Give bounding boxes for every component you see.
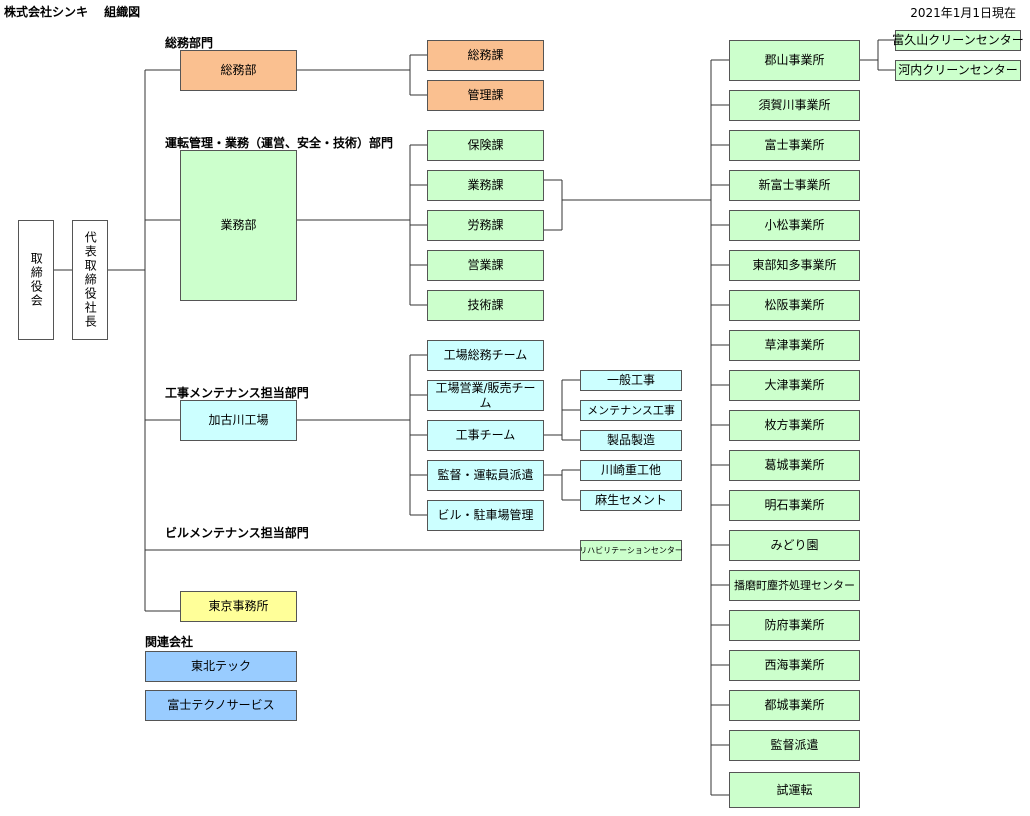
rehab-center-box: リハビリテーションセンター	[579, 540, 683, 561]
office-box: 都城事業所	[729, 690, 860, 721]
section-box: 管理課	[427, 80, 544, 111]
office-box: 監督派遣	[729, 730, 860, 761]
section-box: 営業課	[427, 250, 544, 281]
sub-team-box: 製品製造	[580, 430, 682, 451]
team-box: 工場総務チーム	[427, 340, 544, 371]
section-label-maintenance: 工事メンテナンス担当部門	[165, 386, 309, 400]
team-box: 監督・運転員派遣	[427, 460, 544, 491]
office-box: 明石事業所	[729, 490, 860, 521]
office-box: 新富士事業所	[729, 170, 860, 201]
office-box: 小松事業所	[729, 210, 860, 241]
page-title: 株式会社シンキ 組織図	[4, 5, 141, 19]
section-label-building: ビルメンテナンス担当部門	[165, 526, 309, 540]
section-label-operations: 運転管理・業務（運営、安全・技術）部門	[165, 136, 394, 150]
office-box: 富士事業所	[729, 130, 860, 161]
section-box: 労務課	[427, 210, 544, 241]
team-box: 工場営業/販売チーム	[427, 380, 544, 411]
sub-team-box: 麻生セメント	[580, 490, 682, 511]
sub-team-box: 一般工事	[580, 370, 682, 391]
office-box: 枚方事業所	[729, 410, 860, 441]
president-box: 代表取締役社長	[72, 220, 108, 340]
department-tokyo: 東京事務所	[180, 591, 297, 622]
office-box: 須賀川事業所	[729, 90, 860, 121]
office-box: 東部知多事業所	[729, 250, 860, 281]
affiliate-box: 富士テクノサービス	[145, 690, 297, 721]
affiliate-box: 東北テック	[145, 651, 297, 682]
office-box: 播磨町塵芥処理センター	[729, 570, 860, 601]
department-kakogawa: 加古川工場	[180, 400, 297, 441]
office-box: 試運転	[729, 772, 860, 808]
office-box: 草津事業所	[729, 330, 860, 361]
section-box: 技術課	[427, 290, 544, 321]
section-label-affiliates: 関連会社	[145, 635, 194, 649]
department-gyoumubu: 業務部	[180, 150, 297, 301]
sub-office-box: 富久山クリーンセンター	[892, 30, 1024, 51]
office-box: 松阪事業所	[729, 290, 860, 321]
office-box: 葛城事業所	[729, 450, 860, 481]
section-box: 総務課	[427, 40, 544, 71]
office-box: みどり園	[729, 530, 860, 561]
section-box: 業務課	[427, 170, 544, 201]
office-box: 西海事業所	[729, 650, 860, 681]
team-box: 工事チーム	[427, 420, 544, 451]
sub-office-box: 河内クリーンセンター	[895, 60, 1021, 81]
as-of-date: 2021年1月1日現在	[910, 6, 1016, 20]
office-box: 大津事業所	[729, 370, 860, 401]
office-box: 防府事業所	[729, 610, 860, 641]
team-box: ビル・駐車場管理	[427, 500, 544, 531]
department-soumubu: 総務部	[180, 50, 297, 91]
sub-team-box: 川崎重工他	[580, 460, 682, 481]
sub-team-box: メンテナンス工事	[580, 400, 682, 421]
section-label-general: 総務部門	[165, 36, 214, 50]
office-box: 郡山事業所	[729, 40, 860, 81]
section-box: 保険課	[427, 130, 544, 161]
board-of-directors-box: 取締役会	[18, 220, 54, 340]
